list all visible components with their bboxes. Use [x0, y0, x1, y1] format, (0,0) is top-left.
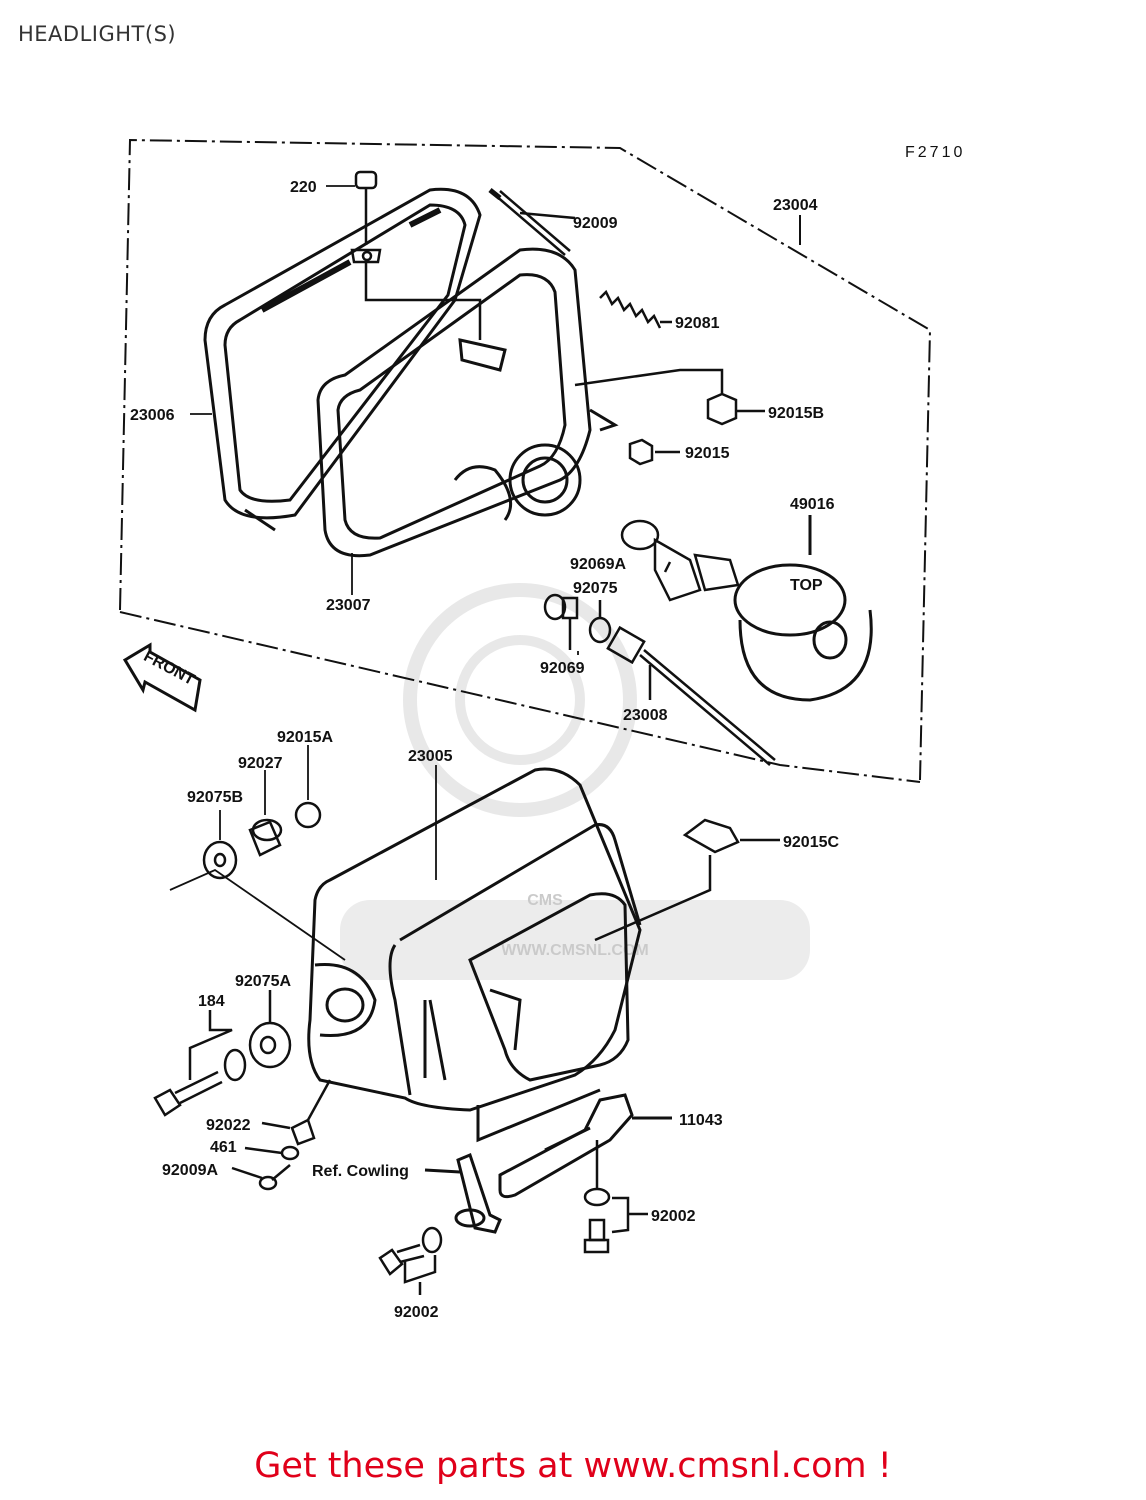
label-92002-right: 92002	[651, 1208, 696, 1225]
headlight-rim	[203, 187, 482, 532]
nut-92015	[628, 438, 680, 466]
cms-watermark: CMS WWW.CMSNL.COM	[340, 583, 810, 980]
rubber-cover-49016: TOP	[733, 515, 873, 702]
watermark-brand: CMS	[527, 892, 563, 909]
label-92081: 92081	[675, 315, 720, 332]
label-11043: 11043	[679, 1112, 723, 1129]
socket-wire-23008	[606, 625, 776, 766]
label-92015B: 92015B	[768, 405, 824, 422]
label-92022: 92022	[206, 1117, 251, 1134]
bracket-11043	[476, 1088, 672, 1199]
washer-184	[223, 1048, 247, 1082]
grommet-92075A	[248, 990, 292, 1069]
footer-parts-link[interactable]: Get these parts at www.cmsnl.com !	[254, 1446, 892, 1486]
label-92015: 92015	[685, 445, 730, 462]
label-92075A: 92075A	[235, 973, 291, 990]
grommet-92015A	[294, 801, 322, 829]
cowling-stay	[424, 1152, 502, 1234]
assembly-boundary	[119, 138, 932, 783]
label-92009: 92009	[573, 215, 618, 232]
label-23005: 23005	[408, 748, 453, 765]
screw-220	[350, 170, 482, 340]
label-184: 184	[198, 993, 225, 1010]
page-title: HEADLIGHT(S)	[18, 22, 177, 46]
label-92075: 92075	[573, 580, 618, 597]
label-23007: 23007	[326, 597, 371, 614]
bolt-184	[153, 1010, 233, 1117]
label-92069: 92069	[540, 660, 585, 677]
label-92015A: 92015A	[277, 729, 333, 746]
label-92015C: 92015C	[783, 834, 839, 851]
cap-92075	[588, 600, 612, 644]
collar-92022	[261, 1079, 332, 1146]
headlight-reflector	[316, 247, 619, 558]
label-92075B: 92075B	[187, 789, 243, 806]
label-92009A: 92009A	[162, 1162, 218, 1179]
pilot-bulb-92069	[543, 593, 579, 650]
svg-text:TOP: TOP	[790, 577, 823, 594]
label-92069A: 92069A	[570, 556, 626, 573]
leader-lines-upper-left	[169, 745, 437, 961]
screw-92009A	[231, 1164, 291, 1191]
bolt-92002-right	[583, 1140, 648, 1254]
washer-461	[244, 1145, 300, 1161]
label-92002-bottom: 92002	[394, 1304, 439, 1321]
adjusting-screw-92009	[488, 188, 576, 256]
front-arrow: FRONT	[122, 642, 202, 713]
headlight-bulb-92069A	[620, 519, 740, 602]
nut-92015B	[574, 368, 765, 426]
label-461: 461	[210, 1139, 237, 1156]
label-ref-cowling: Ref. Cowling	[312, 1163, 409, 1180]
watermark-url: WWW.CMSNL.COM	[501, 942, 649, 959]
label-49016: 49016	[790, 496, 835, 513]
label-23006: 23006	[130, 407, 175, 424]
leader-lines-upper	[190, 185, 579, 655]
headlight-housing	[307, 767, 642, 1112]
bolt-92002-bottom	[378, 1226, 443, 1295]
grommet-92075B	[202, 840, 238, 880]
label-220: 220	[290, 179, 317, 196]
label-92027: 92027	[238, 755, 283, 772]
spring-92081	[599, 289, 672, 329]
clip-92015C	[594, 818, 780, 942]
figure-code: F2710	[905, 144, 965, 161]
label-23008: 23008	[623, 707, 668, 724]
collar-92027	[248, 818, 283, 857]
label-23004: 23004	[773, 197, 818, 214]
